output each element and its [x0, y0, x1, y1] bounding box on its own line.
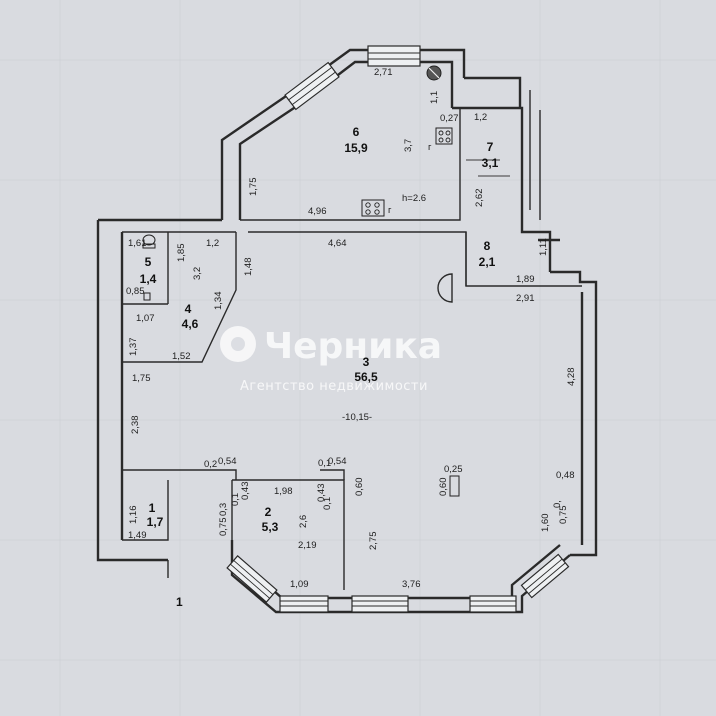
stove-mark: г — [388, 205, 392, 216]
dim-label: 1,11 — [538, 238, 549, 256]
dim-label: 1,34 — [213, 292, 224, 311]
watermark-tagline: Агентство недвижимости — [240, 379, 428, 394]
dim-label: 0,54 — [218, 456, 237, 467]
floor-number: 1 — [176, 595, 183, 609]
dim-label: 4,28 — [566, 368, 577, 387]
dim-label: 1,85 — [176, 244, 187, 263]
dim-label: 0,75 — [218, 518, 229, 537]
dim-label: 0,60 — [438, 478, 449, 497]
kitchen-stove-mark: г — [428, 142, 432, 153]
dim-label: 2,62 — [474, 189, 485, 208]
room-5-number: 5 — [145, 255, 152, 269]
room-6-area: 15,9 — [344, 141, 368, 155]
room-5-area: 1,4 — [140, 272, 157, 286]
dim-label: 1,1 — [429, 91, 440, 104]
sink-icon — [143, 292, 151, 301]
room-1-area: 1,7 — [147, 515, 164, 529]
dim-label: 0,1 — [318, 458, 331, 469]
room-7-number: 7 — [487, 140, 494, 154]
room-7-area: 3,1 — [482, 156, 499, 170]
dim-label: 0,48 — [556, 470, 575, 481]
dim-label: 2,71 — [374, 67, 393, 78]
dim-label: 0,43 — [240, 482, 251, 501]
dim-label: 0,1 — [322, 497, 333, 510]
dim-label: 0,75 — [558, 506, 569, 525]
room-labels: 1 1,7 2 5,3 3 56,5 4 4,6 5 1,4 6 15,9 7 … — [140, 125, 499, 534]
room-8-number: 8 — [484, 239, 491, 253]
dim-label: 1,75 — [132, 373, 151, 384]
ceiling-height: h=2.6 — [402, 193, 426, 204]
dim-label: 1,2 — [474, 112, 487, 123]
dim-label: 1,98 — [274, 486, 293, 497]
dim-label: 1,37 — [128, 338, 139, 357]
kitchen-stove-icon — [435, 127, 453, 145]
dim-label: 0,3 — [218, 503, 229, 516]
room-8-area: 2,1 — [479, 255, 496, 269]
dim-label: 4,96 — [308, 206, 327, 217]
room-3-area: 56,5 — [354, 370, 378, 384]
toilet-icon — [142, 234, 156, 249]
dim-label: 0,60 — [354, 478, 365, 497]
dim-label: 1,07 — [136, 313, 155, 324]
dim-label: 2,19 — [298, 540, 317, 551]
boiler-icon — [426, 65, 442, 81]
dim-label: 1,75 — [248, 178, 259, 197]
room-4-number: 4 — [185, 302, 192, 316]
watermark: Черника Агентство недвижимости — [220, 326, 442, 394]
dim-label: 1,2 — [206, 238, 219, 249]
stove-icon — [361, 199, 385, 217]
windows — [226, 45, 570, 613]
room-4-area: 4,6 — [182, 317, 199, 331]
dim-label: 0,43 — [316, 484, 327, 503]
dim-label: 1,52 — [172, 351, 191, 362]
dim-label: 4,64 — [328, 238, 347, 249]
door-swing — [437, 273, 453, 303]
dim-label: 3,76 — [402, 579, 421, 590]
window-diagonal-left — [284, 61, 340, 111]
dim-label: 1,61 — [128, 238, 147, 249]
watermark-logo-icon — [220, 326, 256, 362]
dim-label: 1,16 — [128, 506, 139, 525]
dim-label: 0, — [552, 500, 563, 508]
dim-label: 0,25 — [444, 464, 463, 475]
window-bottom-1 — [279, 595, 329, 613]
dim-label: 1,48 — [243, 258, 254, 277]
room-1-number: 1 — [149, 501, 156, 515]
window-bottom-left-bay — [226, 555, 278, 603]
dim-label: 1,09 — [290, 579, 309, 590]
dim-label: 0,27 — [440, 113, 459, 124]
dim-label: 3,2 — [192, 267, 203, 280]
dim-label: 1,49 — [128, 530, 147, 541]
room-2-number: 2 — [265, 505, 272, 519]
room-3-number: 3 — [363, 355, 370, 369]
dim-label: 0,85 — [126, 286, 145, 297]
dim-label: 2,6 — [298, 515, 309, 528]
inner-walls — [122, 108, 582, 590]
room-6-number: 6 — [353, 125, 360, 139]
dim-label: 0,54 — [328, 456, 347, 467]
dim-label: 2,91 — [516, 293, 535, 304]
dim-label: 2,75 — [368, 532, 379, 551]
fixtures — [142, 65, 460, 497]
column-marker — [449, 475, 460, 497]
dim-label: 1,89 — [516, 274, 535, 285]
dim-label: 0,1 — [230, 493, 241, 506]
dim-label: 1,60 — [540, 514, 551, 533]
watermark-brand: Черника — [264, 326, 442, 367]
window-bottom-2 — [351, 595, 409, 613]
room-2-area: 5,3 — [262, 520, 279, 534]
window-bottom-3 — [469, 595, 517, 613]
dimension-labels: 2,71 1,1 0,27 1,2 3,7 2,62 1,75 4,96 1,2… — [126, 67, 577, 590]
window-bottom-right-bay — [520, 553, 570, 599]
dim-label: -10,15- — [342, 412, 372, 423]
window-top — [367, 45, 421, 67]
dim-label: 0,2 — [204, 459, 217, 470]
dim-label: 3,7 — [403, 139, 414, 152]
dim-label: 2,38 — [130, 416, 141, 435]
